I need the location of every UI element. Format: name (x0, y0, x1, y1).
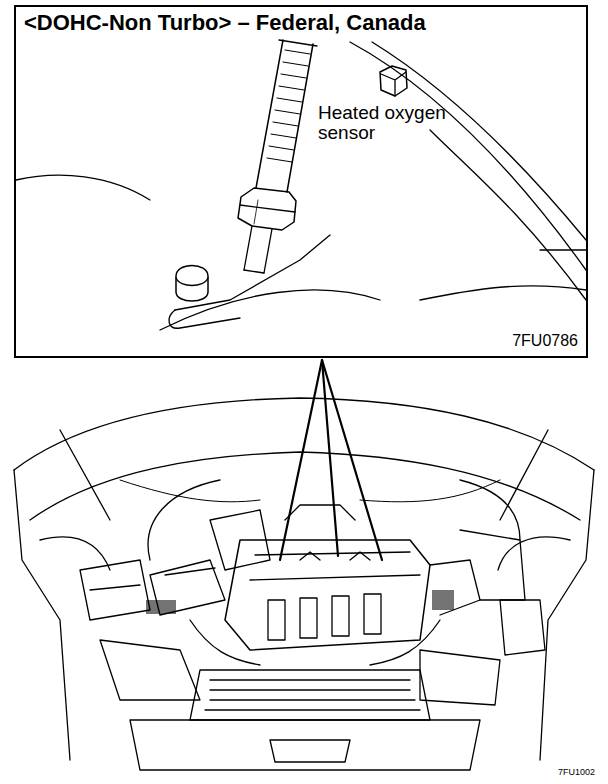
engine-bay (14, 398, 594, 770)
figure-number: 7FU1002 (558, 768, 595, 777)
inset-heading: <DOHC-Non Turbo> – Federal, Canada (24, 11, 426, 34)
shaded-part (432, 590, 454, 610)
figure-number: 7FU0786 (512, 333, 578, 350)
leader-lines (280, 360, 382, 560)
part-name: Heated oxygen sensor (318, 103, 468, 143)
inset-illustration (16, 40, 586, 330)
inset-frame: <DOHC-Non Turbo> – Federal, CanadaHeated… (14, 5, 588, 358)
shaded-part (146, 600, 176, 614)
